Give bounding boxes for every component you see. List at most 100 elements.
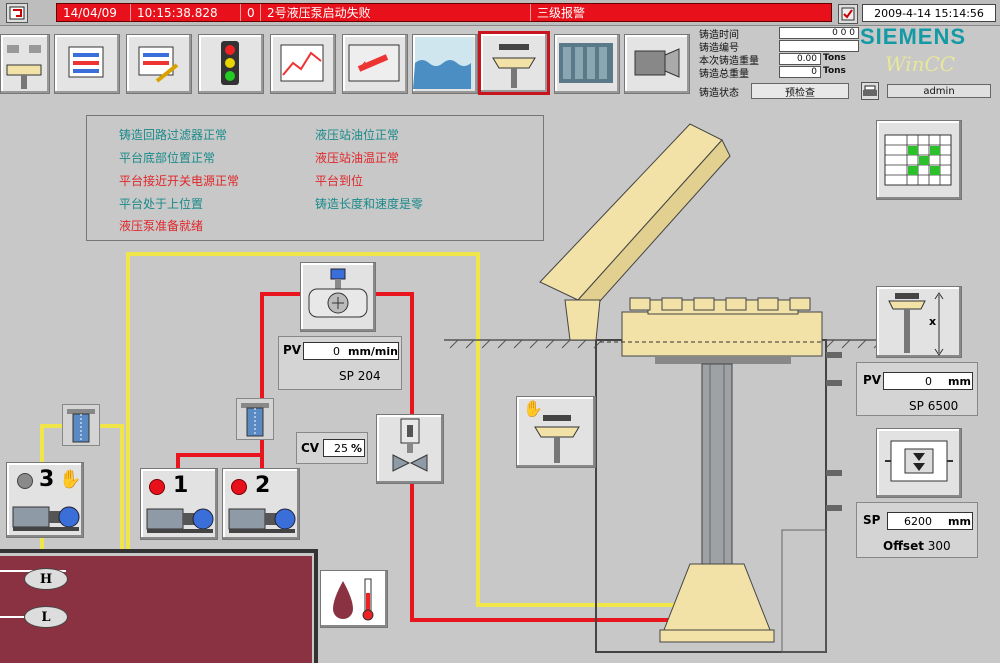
pump-1-number: 1 <box>173 473 189 498</box>
hand-manual-icon: ✋ <box>523 399 543 418</box>
casting-id-value <box>779 40 859 52</box>
printer-icon[interactable] <box>861 82 879 100</box>
nav-trend-button[interactable] <box>270 34 336 94</box>
alarm-time: 10:15:38.828 <box>131 4 241 21</box>
status-message-panel: 铸造回路过滤器正常 平台底部位置正常 平台接近开关电源正常 平台处于上位置 液压… <box>86 115 544 241</box>
alarm-text: 2号液压泵启动失败 <box>261 4 531 21</box>
pump-motor-icon <box>146 508 214 533</box>
status-proximity-power: 平台接近开关电源正常 <box>119 174 240 188</box>
status-oil-level: 液压站油位正常 <box>315 128 400 142</box>
flow-meter-icon <box>308 268 368 318</box>
position-pv-label: PV <box>863 373 882 387</box>
pump-motor-icon <box>228 508 296 533</box>
nav-plc-button[interactable] <box>554 34 620 94</box>
platform-icon <box>534 415 580 463</box>
nav-water-button[interactable] <box>412 34 478 94</box>
current-weight-value: 0.00 <box>779 53 821 65</box>
total-weight-unit: Tons <box>823 66 846 76</box>
pump-3-status-indicator <box>17 473 33 489</box>
speed-sp-label: SP <box>863 513 881 527</box>
platform-manual-button[interactable]: ✋ <box>516 396 596 468</box>
flow-meter-button[interactable] <box>300 262 376 332</box>
alarm-date: 14/04/09 <box>57 4 131 21</box>
flow-pv-value: 0 <box>332 344 340 358</box>
status-platform-in-place: 平台到位 <box>315 174 364 188</box>
speed-offset-label: Offset <box>883 539 924 553</box>
position-sp: SP 6500 <box>909 399 958 413</box>
app-logo-icon[interactable] <box>6 3 28 23</box>
pump-1-status-indicator <box>149 479 165 495</box>
flow-sp-label: SP <box>339 369 354 383</box>
flow-meter-panel: PV 0 mm/min SP 204 <box>278 336 402 390</box>
nav-report-button[interactable] <box>54 34 120 94</box>
alarm-message-strip[interactable]: 14/04/09 10:15:38.828 0 2号液压泵启动失败 三级报警 <box>56 3 832 22</box>
casting-time-value: 0 0 0 <box>779 27 859 39</box>
position-sp-value: 6500 <box>927 399 959 413</box>
speed-sp-value: 6200 <box>904 514 932 528</box>
control-valve-button[interactable] <box>376 414 444 484</box>
filter-right[interactable] <box>236 398 274 440</box>
status-platform-bottom: 平台底部位置正常 <box>119 151 216 165</box>
filter-left[interactable] <box>62 404 100 446</box>
position-pv-unit: mm <box>948 374 971 388</box>
total-weight-label: 铸造总重量 <box>699 68 749 80</box>
valve-cv-label: CV <box>301 441 320 455</box>
system-clock: 2009-4-14 15:14:56 <box>862 4 996 22</box>
user-field: admin <box>887 84 991 98</box>
position-sp-label: SP <box>909 399 924 413</box>
pump-2-number: 2 <box>255 473 271 498</box>
level-switch-low[interactable]: L <box>24 606 68 628</box>
flow-sp-value: 204 <box>357 369 381 383</box>
matrix-grid-icon <box>884 134 952 186</box>
status-length-speed-zero: 铸造长度和速度是零 <box>315 197 424 211</box>
casting-id-label: 铸造编号 <box>699 42 739 54</box>
filter-icon <box>67 409 95 443</box>
flow-pv-unit: mm/min <box>347 344 398 358</box>
speed-sp-unit: mm <box>948 514 971 528</box>
nav-launder-button[interactable] <box>342 34 408 94</box>
valve-cv-field: 25 % <box>323 439 365 457</box>
speed-offset: Offset 300 <box>883 539 951 553</box>
nav-platform-button[interactable] <box>478 31 550 95</box>
filter-icon <box>241 403 269 437</box>
pump-2-button[interactable]: 2 <box>222 468 300 540</box>
position-panel: PV 0 mm SP 6500 <box>856 362 978 416</box>
flow-pv-label: PV <box>283 343 302 357</box>
casting-time-label: 铸造时间 <box>699 29 739 41</box>
pump-3-button[interactable]: 3 ✋ <box>6 462 84 538</box>
alarm-ack-icon[interactable] <box>838 4 858 24</box>
position-pv-field: 0 mm <box>883 372 973 390</box>
level-switch-high[interactable]: H <box>24 568 68 590</box>
position-dimension-label: x <box>929 315 937 328</box>
speed-sp-field[interactable]: 6200 mm <box>887 512 973 530</box>
alarm-code: 0 <box>241 4 261 21</box>
pump-2-status-indicator <box>231 479 247 495</box>
status-pump-ready: 液压泵准备就绪 <box>119 219 204 233</box>
speed-panel: SP 6200 mm Offset 300 <box>856 502 978 558</box>
flow-pv-field: 0 mm/min <box>303 342 399 360</box>
status-filter-ok: 铸造回路过滤器正常 <box>119 128 228 142</box>
current-weight-unit: Tons <box>823 53 846 63</box>
thermometer-icon <box>333 578 374 621</box>
valve-cv-panel: CV 25 % <box>296 432 368 464</box>
pump-1-button[interactable]: 1 <box>140 468 218 540</box>
nav-camera-button[interactable] <box>624 34 690 94</box>
casting-info-panel: 铸造时间 0 0 0 铸造编号 本次铸造重量 0.00 Tons 铸造总重量 0… <box>693 26 993 104</box>
matrix-view-button[interactable] <box>876 120 962 200</box>
nav-traffic-light-button[interactable] <box>198 34 264 94</box>
platform-position-button[interactable]: x <box>876 286 962 358</box>
platform-position-icon <box>888 292 944 356</box>
nav-edit-report-button[interactable] <box>126 34 192 94</box>
oil-temperature-button[interactable] <box>320 570 388 628</box>
casting-status-value: 预检查 <box>751 83 849 99</box>
wincc-logo: WinCC <box>885 52 956 76</box>
hand-manual-icon: ✋ <box>59 469 82 490</box>
status-oil-temp: 液压站油温正常 <box>315 151 400 165</box>
nav-overview-button[interactable] <box>0 34 50 94</box>
pump-3-number: 3 <box>39 467 55 492</box>
casting-speed-button[interactable] <box>876 428 962 498</box>
valve-cv-unit: % <box>351 441 363 455</box>
casting-speed-icon <box>885 440 953 482</box>
valve-cv-value: 25 <box>334 441 348 455</box>
